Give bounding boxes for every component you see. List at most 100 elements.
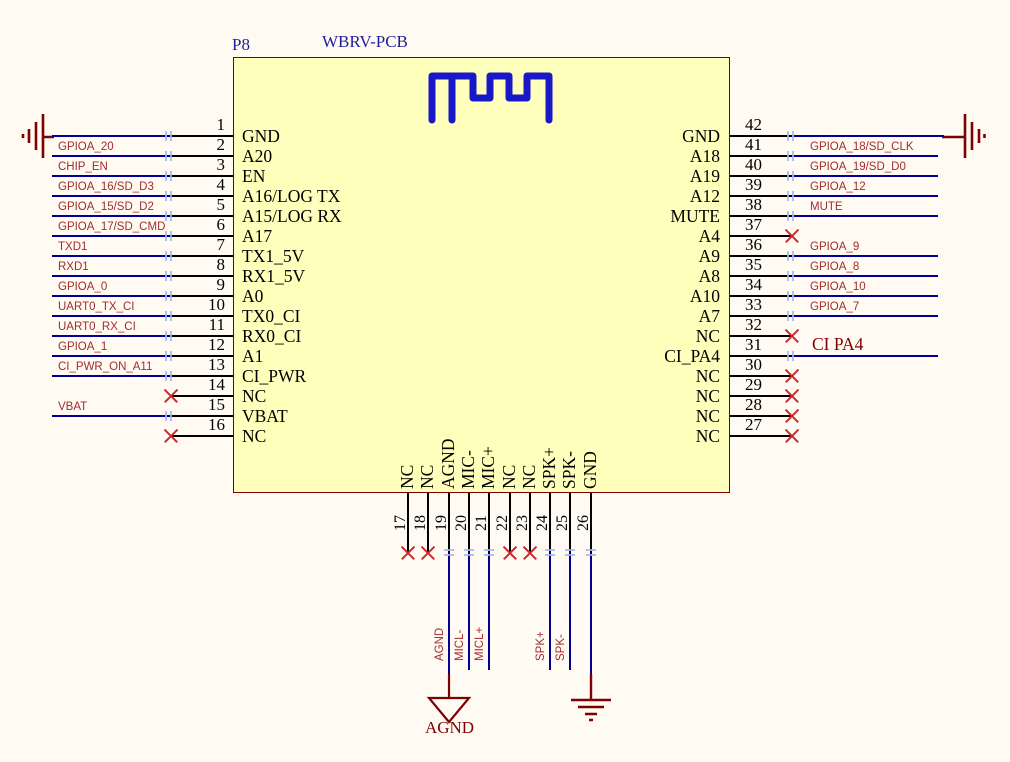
junction-dots — [787, 151, 795, 161]
net-wire — [52, 335, 172, 337]
pin-stub — [468, 493, 470, 553]
pin-number: 25 — [554, 515, 571, 531]
pin-number: 1 — [216, 115, 226, 134]
pin-name: NC — [417, 464, 437, 489]
no-connect-marker — [400, 545, 416, 561]
net-wire — [792, 195, 938, 197]
pin-name: A4 — [698, 226, 720, 246]
pin-stub — [172, 415, 233, 417]
net-label: GPIOA_16/SD_D3 — [58, 181, 154, 193]
pin-name: A17 — [242, 226, 273, 246]
pin-stub — [730, 235, 792, 237]
pin-stub — [730, 395, 792, 397]
pin-name: CI_PWR — [242, 366, 307, 386]
pin-stub — [730, 315, 792, 317]
pin-stub — [172, 155, 233, 157]
pin-stub — [172, 135, 233, 137]
pin-number: 28 — [745, 395, 762, 414]
net-wire — [52, 375, 172, 377]
pin-stub — [407, 493, 409, 553]
pin-stub — [569, 493, 571, 553]
pin-number: 15 — [208, 395, 225, 414]
net-label: MUTE — [810, 201, 843, 213]
pin-number: 31 — [745, 335, 762, 354]
net-wire — [569, 553, 571, 670]
pin-number: 33 — [745, 295, 762, 314]
junction-dots — [165, 351, 173, 361]
net-wire — [52, 255, 172, 257]
pin-number: 32 — [745, 315, 762, 334]
net-label: GPIOA_9 — [810, 241, 860, 253]
pin-number: 11 — [208, 315, 225, 334]
pin-number: 9 — [216, 275, 226, 294]
pin-stub — [529, 493, 531, 553]
junction-dots — [565, 549, 575, 557]
junction-dots — [787, 351, 795, 361]
junction-dots — [787, 291, 795, 301]
pin-name: EN — [242, 166, 266, 186]
pin-name: GND — [682, 126, 720, 146]
pin-number: 3 — [216, 155, 226, 174]
junction-dots — [787, 271, 795, 281]
pin-name: NC — [695, 326, 720, 346]
pin-name: A10 — [689, 286, 720, 306]
pin-stub — [172, 395, 233, 397]
net-label: GPIOA_0 — [58, 281, 108, 293]
pin-stub — [730, 255, 792, 257]
net-wire — [792, 315, 938, 317]
net-wire — [52, 275, 172, 277]
pin-name: RX1_5V — [242, 266, 306, 286]
pin-stub — [549, 493, 551, 553]
no-connect-marker — [522, 545, 538, 561]
junction-dots — [545, 549, 555, 557]
net-label: MICL- — [454, 629, 466, 661]
pin-number: 2 — [216, 135, 226, 154]
pin-stub — [730, 275, 792, 277]
junction-dots — [787, 131, 795, 141]
net-wire — [52, 135, 172, 137]
pin-name: GND — [242, 126, 280, 146]
pin-stub — [730, 295, 792, 297]
net-label: UART0_TX_CI — [58, 301, 135, 313]
pin-stub — [730, 215, 792, 217]
junction-dots — [165, 251, 173, 261]
ground-symbol-right — [942, 114, 986, 158]
pin-name: A12 — [689, 186, 720, 206]
pin-stub — [172, 275, 233, 277]
pin-number: 24 — [534, 515, 551, 531]
junction-dots — [165, 271, 173, 281]
pin-name: SPK- — [559, 451, 579, 489]
junction-dots — [165, 171, 173, 181]
pin-stub — [730, 355, 792, 357]
pin-name: NC — [242, 386, 267, 406]
pin-stub — [730, 195, 792, 197]
pin-number: 23 — [514, 515, 531, 531]
agnd-power-symbol — [426, 674, 472, 724]
pin-number: 10 — [208, 295, 225, 314]
pin-number: 37 — [745, 215, 762, 234]
net-label: GPIOA_20 — [58, 141, 114, 153]
pin-number: 7 — [216, 235, 226, 254]
component-designator: P8 — [232, 35, 250, 54]
junction-dots — [165, 291, 173, 301]
net-wire — [590, 553, 592, 676]
pin-name: MIC- — [458, 450, 478, 489]
net-label: GPIOA_8 — [810, 261, 860, 273]
net-label: GPIOA_15/SD_D2 — [58, 201, 154, 213]
pin-name: RX0_CI — [242, 326, 302, 346]
no-connect-marker — [784, 428, 800, 444]
net-wire — [792, 135, 944, 137]
junction-dots — [165, 211, 173, 221]
pin-stub — [172, 315, 233, 317]
pin-name: CI_PA4 — [664, 346, 720, 366]
net-wire — [52, 355, 172, 357]
pin-stub — [730, 135, 792, 137]
pin-name: A0 — [242, 286, 264, 306]
no-connect-marker — [420, 545, 436, 561]
junction-dots — [484, 549, 494, 557]
net-label: SPK- — [555, 634, 567, 661]
net-label: GPIOA_1 — [58, 341, 108, 353]
pin-stub — [730, 415, 792, 417]
net-wire — [448, 553, 450, 676]
pin-number: 18 — [412, 515, 429, 531]
